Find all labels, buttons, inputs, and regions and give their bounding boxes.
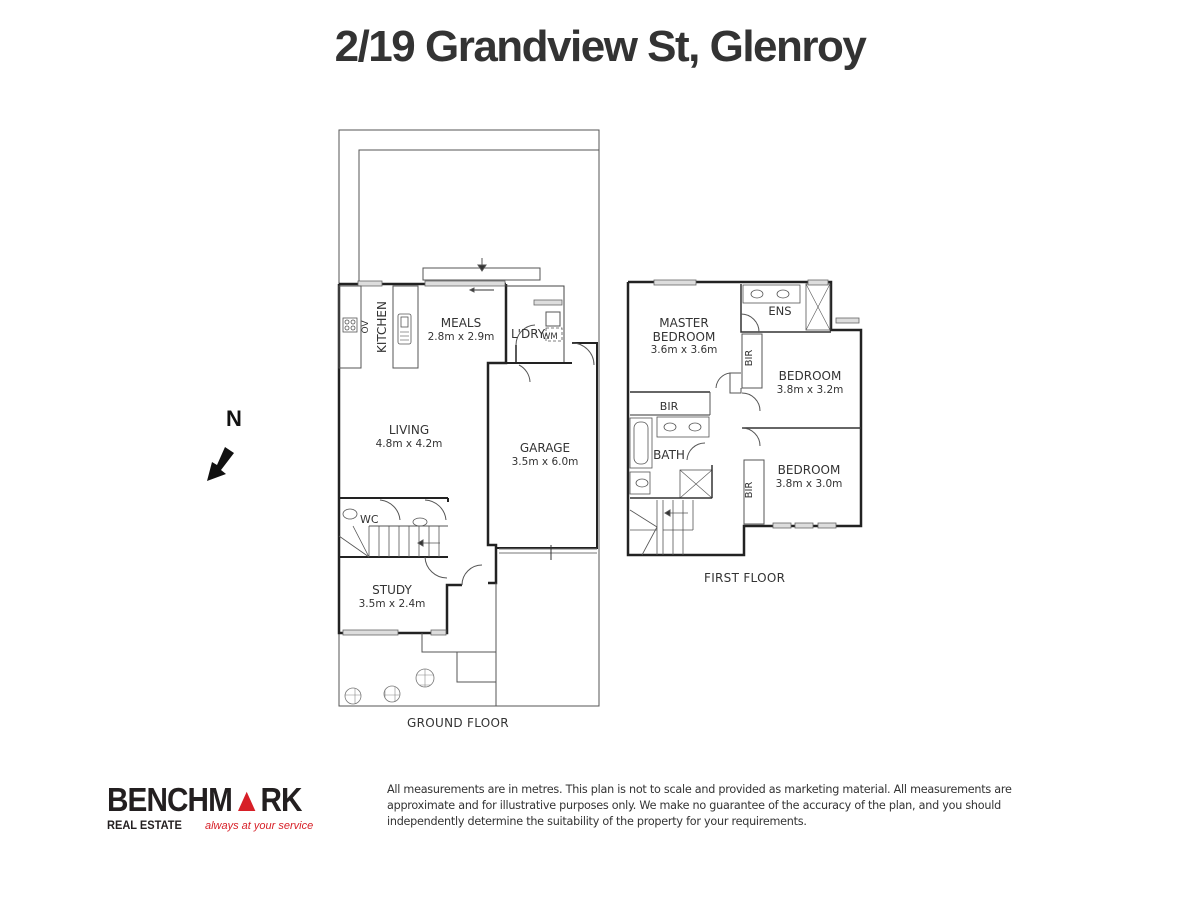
room-bath-label: BATH bbox=[653, 448, 685, 462]
room-master-bedroom-label-2: BEDROOM bbox=[653, 330, 716, 344]
room-study-label: STUDY bbox=[372, 583, 412, 597]
washing-machine-label: WM bbox=[542, 332, 558, 342]
logo-subtitle: REAL ESTATE bbox=[107, 818, 182, 832]
room-garage-size: 3.5m x 6.0m bbox=[512, 456, 579, 468]
room-bedroom2-label: BEDROOM bbox=[779, 369, 842, 383]
room-bir-master-label: BIR bbox=[660, 400, 679, 413]
room-bedroom3-size: 3.8m x 3.0m bbox=[776, 478, 843, 490]
page-title: 2/19 Grandview St, Glenroy bbox=[334, 22, 867, 71]
ground-floor-label: GROUND FLOOR bbox=[407, 716, 509, 730]
house-icon: ▲ bbox=[231, 781, 261, 818]
room-bedroom2-size: 3.8m x 3.2m bbox=[777, 384, 844, 396]
north-arrow-icon bbox=[207, 447, 234, 481]
room-kitchen-label: KITCHEN bbox=[375, 301, 389, 353]
logo-tagline: always at your service bbox=[205, 820, 314, 832]
room-study-size: 3.5m x 2.4m bbox=[359, 598, 426, 610]
room-master-bedroom-size: 3.6m x 3.6m bbox=[651, 344, 718, 356]
room-laundry-label: L'DRY bbox=[511, 327, 546, 341]
room-bir-bedroom2-label: BIR bbox=[744, 350, 755, 367]
room-bir-bedroom3-label: BIR bbox=[744, 482, 755, 499]
room-wc-label: WC bbox=[360, 513, 379, 526]
room-master-bedroom-label: MASTER bbox=[659, 316, 708, 330]
room-garage-label: GARAGE bbox=[520, 441, 570, 455]
room-ensuite-label: ENS bbox=[768, 304, 791, 318]
first-floor-plan bbox=[626, 279, 863, 557]
disclaimer-text: All measurements are in metres. This pla… bbox=[387, 783, 1012, 828]
room-meals-size: 2.8m x 2.9m bbox=[428, 331, 495, 343]
room-bedroom3-label: BEDROOM bbox=[778, 463, 841, 477]
logo-text-a: BENCHM bbox=[107, 781, 233, 818]
logo-text-b: RK bbox=[260, 781, 302, 818]
north-label: N bbox=[226, 406, 242, 431]
logo-wordmark: BENCHM▲RK bbox=[107, 783, 302, 817]
room-meals-label: MEALS bbox=[441, 316, 481, 330]
first-floor-label: FIRST FLOOR bbox=[704, 571, 786, 585]
oven-label: OV bbox=[361, 320, 371, 334]
room-living-size: 4.8m x 4.2m bbox=[376, 438, 443, 450]
ground-floor-plan bbox=[337, 129, 600, 707]
room-living-label: LIVING bbox=[389, 423, 429, 437]
benchmark-logo: BENCHM▲RK REAL ESTATE always at your ser… bbox=[107, 783, 313, 835]
